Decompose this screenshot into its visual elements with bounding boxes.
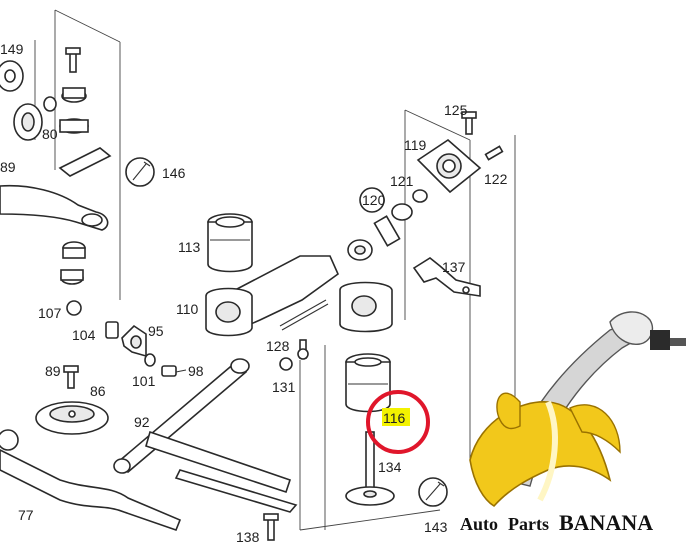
label-86: 86 — [90, 383, 106, 399]
label-125: 125 — [444, 102, 468, 118]
wrench-icon — [125, 157, 155, 187]
bushing-stack-107 — [60, 241, 86, 316]
label-134: 134 — [378, 459, 402, 475]
label-149: 149 — [0, 41, 24, 57]
label-92: 92 — [134, 414, 150, 430]
highlight-marker — [382, 408, 410, 426]
label-101: 101 — [132, 373, 156, 389]
label-110: 110 — [176, 301, 199, 317]
label-89-top: 89 — [0, 159, 16, 175]
label-131: 131 — [272, 379, 296, 395]
brand-word-banana: BANANA — [559, 510, 653, 535]
label-128: 128 — [266, 338, 290, 354]
top-mount-119 — [416, 111, 504, 194]
label-122: 122 — [484, 171, 508, 187]
bolt-138 — [263, 513, 279, 541]
label-107: 107 — [38, 305, 62, 321]
highlight-ring — [366, 390, 430, 454]
label-120-circle — [359, 187, 385, 213]
bracket-137 — [412, 257, 481, 297]
label-104: 104 — [72, 327, 96, 343]
wrench-icon-143 — [418, 477, 448, 507]
bolt-120-121 — [347, 189, 428, 261]
control-arm-110 — [205, 255, 393, 337]
label-116: 116 — [383, 410, 406, 426]
bushing-113 — [207, 213, 253, 273]
bushing-104-95 — [63, 321, 187, 389]
mount-plate-86 — [35, 401, 109, 435]
label-95: 95 — [148, 323, 164, 339]
label-113: 113 — [178, 239, 201, 255]
label-143: 143 — [424, 519, 448, 535]
label-98: 98 — [188, 363, 204, 379]
brand-text: Auto Parts BANANA — [460, 510, 653, 535]
brand-word-parts: Parts — [508, 514, 549, 534]
label-119: 119 — [404, 137, 427, 153]
label-120: 120 — [362, 192, 386, 208]
bolt-134 — [345, 431, 395, 506]
label-89: 89 — [45, 363, 61, 379]
bushing-149-group — [0, 47, 89, 141]
bolt-128-131 — [279, 339, 309, 371]
banana-icon — [469, 401, 612, 508]
brand-logo — [469, 311, 686, 508]
ball-joint-icon — [650, 330, 670, 350]
lower-subframe-77 — [0, 429, 298, 532]
brand-word-auto: Auto — [460, 514, 498, 534]
control-arm-upper-left — [0, 147, 112, 231]
label-146: 146 — [162, 165, 186, 181]
label-77: 77 — [18, 507, 34, 523]
label-80: 80 — [42, 126, 58, 142]
bushing-116 — [345, 353, 391, 413]
label-137: 137 — [442, 259, 466, 275]
label-121: 121 — [390, 173, 414, 189]
label-138: 138 — [236, 529, 260, 545]
